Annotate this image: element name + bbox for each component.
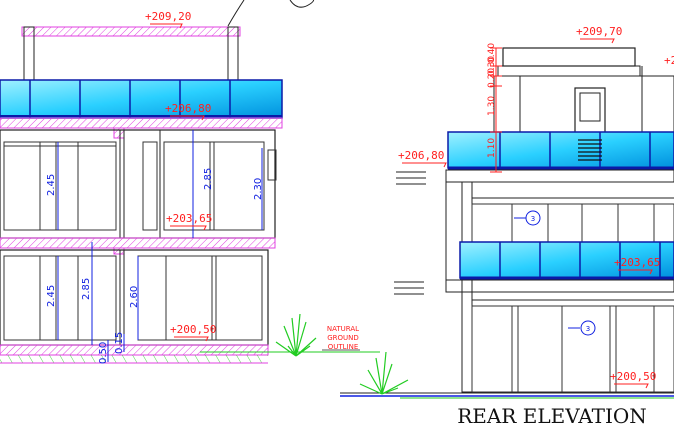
grass-tuft-left	[275, 313, 317, 357]
level-cut-right: +2	[664, 54, 674, 67]
svg-text:+206,80: +206,80	[165, 102, 211, 115]
stair-window	[574, 87, 606, 135]
svg-text:+2: +2	[664, 54, 674, 67]
dim-stack-2: 0.20	[487, 68, 497, 88]
dim-upper-floor-h: 2.85	[203, 168, 214, 190]
level-ground-floor-left: +200,50	[170, 323, 216, 342]
grass-tuft-right	[359, 351, 409, 395]
svg-text:GROUND: GROUND	[327, 334, 359, 342]
svg-text:+203,65: +203,65	[614, 256, 660, 269]
dim-lower-window-h: 2.45	[46, 285, 57, 307]
roof-glass-railing	[0, 79, 283, 119]
drawing-title: REAR ELEVATION	[457, 404, 647, 428]
svg-text:3: 3	[531, 215, 535, 223]
svg-text:+200,50: +200,50	[170, 323, 216, 336]
dim-stack-0: 0.40	[487, 43, 497, 63]
svg-text:OUTLINE: OUTLINE	[328, 343, 359, 351]
svg-text:NATURAL: NATURAL	[327, 325, 359, 333]
dim-plinth-b: 0.15	[114, 332, 125, 354]
svg-text:3: 3	[586, 325, 590, 333]
right-lower-door	[471, 305, 674, 393]
level-ground-floor-right: +200,50	[610, 370, 656, 389]
upper-right-door	[142, 141, 277, 231]
svg-text:+200,50: +200,50	[610, 370, 656, 383]
dim-upper-door-h: 2.30	[253, 178, 264, 200]
level-first-floor-left: +203,65	[166, 212, 212, 231]
svg-text:REAR ELEVATION: REAR ELEVATION	[457, 404, 647, 428]
tree-outline	[227, 0, 315, 27]
window-tag-upper: 3	[514, 210, 541, 226]
right-dimension-stack	[490, 47, 502, 173]
lower-left-window	[3, 255, 117, 341]
level-slab-right: +206,80	[398, 149, 447, 168]
dim-lower-door-h: 2.60	[129, 286, 140, 308]
dim-stack-4: 1.10	[487, 138, 497, 158]
ground-outline-note: NATURAL GROUND OUTLINE	[322, 325, 360, 351]
dim-upper-window-h: 2.45	[46, 174, 57, 196]
left-dimension-lines	[57, 130, 263, 362]
upper-left-window	[3, 141, 117, 231]
level-roof-top-left: +209,20	[145, 10, 191, 29]
svg-text:+209,70: +209,70	[576, 25, 622, 38]
dim-lower-floor-h: 2.85	[81, 278, 92, 300]
right-elevation-building	[340, 47, 674, 399]
svg-text:+209,20: +209,20	[145, 10, 191, 23]
level-first-floor-right: +203,65	[614, 256, 660, 275]
dim-stack-3: 1.30	[487, 96, 497, 116]
left-section-building	[0, 26, 380, 364]
svg-text:+206,80: +206,80	[398, 149, 444, 162]
level-stair-top-right: +209,70	[576, 25, 622, 44]
upper-glass-railing	[447, 131, 674, 170]
dim-stack-1: 0.30	[487, 56, 497, 76]
window-tag-lower: 3	[568, 320, 596, 336]
svg-text:+203,65: +203,65	[166, 212, 212, 225]
lower-glass-railing	[459, 241, 674, 280]
dim-plinth-a: 0.50	[98, 342, 109, 364]
right-upper-window	[471, 203, 674, 245]
level-roof-slab-left: +206,80	[165, 102, 211, 121]
vent-louver	[578, 139, 602, 161]
